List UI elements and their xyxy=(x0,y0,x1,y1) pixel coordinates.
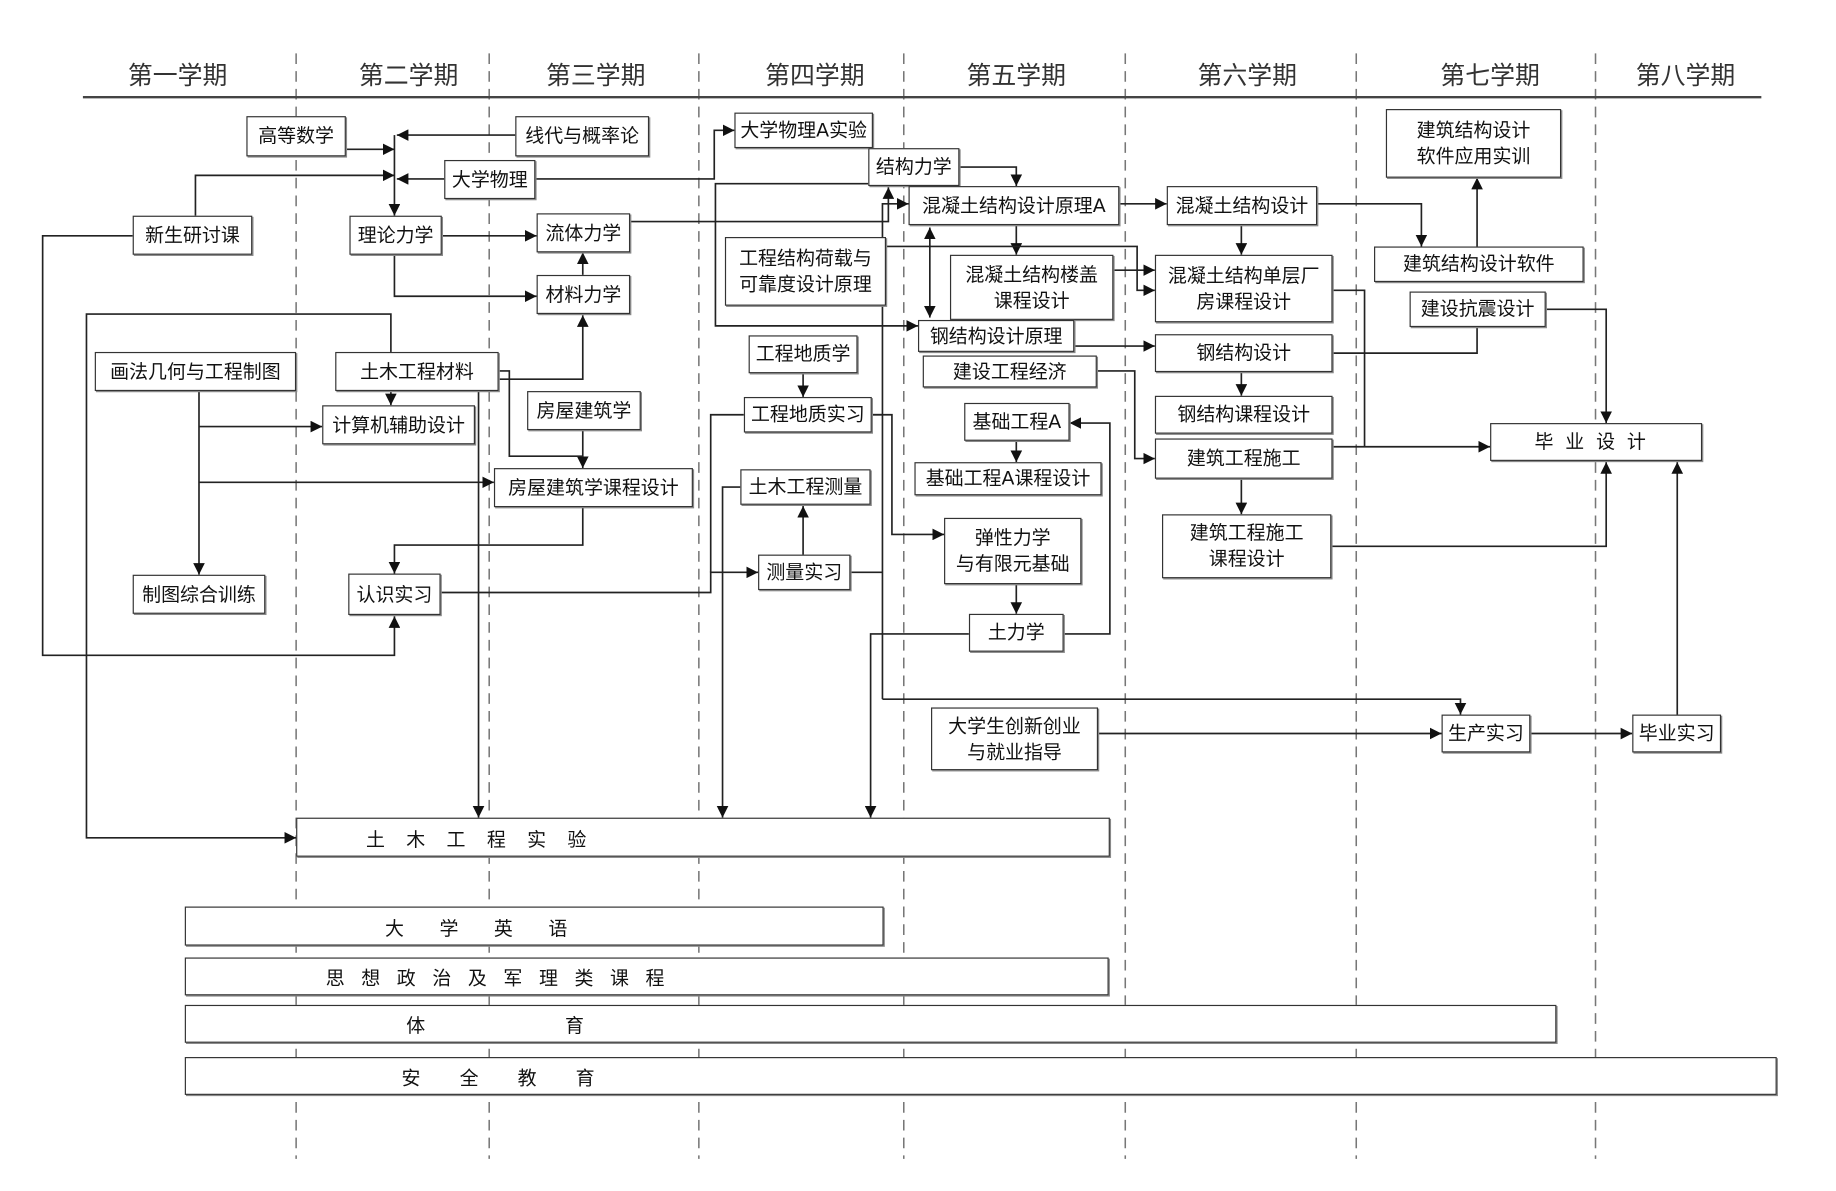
course-box: 结构力学 xyxy=(868,148,960,187)
course-bar: 土木工程实验 xyxy=(296,817,1110,857)
course-box: 基础工程A xyxy=(964,402,1070,441)
course-box: 弹性力学 与有限元基础 xyxy=(944,517,1082,585)
semester-dividers xyxy=(295,53,1597,1159)
course-bar: 思想政治及军理类课程 xyxy=(184,957,1109,996)
course-box: 线代与概率论 xyxy=(515,116,650,157)
course-box: 钢结构设计 xyxy=(1154,334,1333,373)
course-bar-label: 体育 xyxy=(406,1014,724,1037)
course-box: 工程地质学 xyxy=(748,335,858,374)
course-box: 生产实习 xyxy=(1441,714,1531,753)
course-box: 混凝土结构楼盖 课程设计 xyxy=(949,254,1114,320)
arrows xyxy=(41,124,1684,844)
course-bar: 体育 xyxy=(184,1004,1557,1043)
course-box: 计算机辅助设计 xyxy=(322,405,475,445)
course-box: 毕业设计 xyxy=(1490,423,1703,461)
course-box: 建筑结构设计 软件应用实训 xyxy=(1385,109,1562,178)
semester-7-header: 第七学期 xyxy=(1440,61,1540,91)
course-box: 建筑结构设计软件 xyxy=(1374,246,1584,283)
semester-8-header: 第八学期 xyxy=(1635,61,1736,91)
course-box: 钢结构课程设计 xyxy=(1154,395,1333,434)
course-box: 土木工程材料 xyxy=(335,351,499,392)
semester-3-header: 第三学期 xyxy=(546,61,646,91)
course-bar-label: 思想政治及军理类课程 xyxy=(325,966,682,990)
semester-1-header: 第一学期 xyxy=(127,61,228,91)
course-box: 房屋建筑学 xyxy=(527,391,641,431)
course-box: 流体力学 xyxy=(536,213,631,253)
course-box: 钢结构设计原理 xyxy=(917,319,1075,352)
semester-6-header: 第六学期 xyxy=(1197,61,1298,91)
course-box: 大学生创新创业 与就业指导 xyxy=(931,707,1099,771)
course-box: 房屋建筑学课程设计 xyxy=(493,468,693,508)
course-box: 毕业实习 xyxy=(1632,714,1722,753)
course-box: 理论力学 xyxy=(349,215,442,255)
course-box: 混凝土结构单层厂 房课程设计 xyxy=(1154,254,1333,323)
course-box: 混凝土结构设计 xyxy=(1166,186,1318,226)
course-bar: 大学英语 xyxy=(184,906,884,946)
course-box: 大学物理 xyxy=(444,159,536,200)
course-box: 土木工程测量 xyxy=(740,469,871,505)
course-box: 混凝土结构设计原理A xyxy=(908,186,1120,226)
course-box: 工程结构荷载与 可靠度设计原理 xyxy=(724,236,887,306)
course-bar-label: 土木工程实验 xyxy=(366,827,608,851)
semester-2-header: 第二学期 xyxy=(358,61,459,91)
course-bar-label: 安全教育 xyxy=(401,1066,634,1090)
course-box: 大学物理A实验 xyxy=(734,112,873,149)
course-box: 建筑工程施工 xyxy=(1154,438,1333,479)
course-box: 建设工程经济 xyxy=(922,355,1097,388)
course-box: 建筑工程施工 课程设计 xyxy=(1161,514,1332,579)
course-box: 制图综合训练 xyxy=(132,574,266,614)
course-box: 画法几何与工程制图 xyxy=(94,351,297,392)
course-box: 基础工程A课程设计 xyxy=(914,462,1102,496)
course-bar: 安全教育 xyxy=(184,1057,1777,1095)
semester-5-header: 第五学期 xyxy=(966,61,1067,91)
course-box: 建设抗震设计 xyxy=(1409,291,1546,328)
course-box: 材料力学 xyxy=(536,274,631,315)
course-box: 认识实习 xyxy=(348,573,441,616)
course-box: 工程地质实习 xyxy=(743,396,872,433)
semester-4-header: 第四学期 xyxy=(765,61,865,91)
course-box: 新生研讨课 xyxy=(132,215,253,255)
course-box: 测量实习 xyxy=(758,554,851,591)
course-box: 土力学 xyxy=(968,613,1064,652)
course-bar-label: 大学英语 xyxy=(384,916,603,940)
course-box: 高等数学 xyxy=(246,116,346,157)
